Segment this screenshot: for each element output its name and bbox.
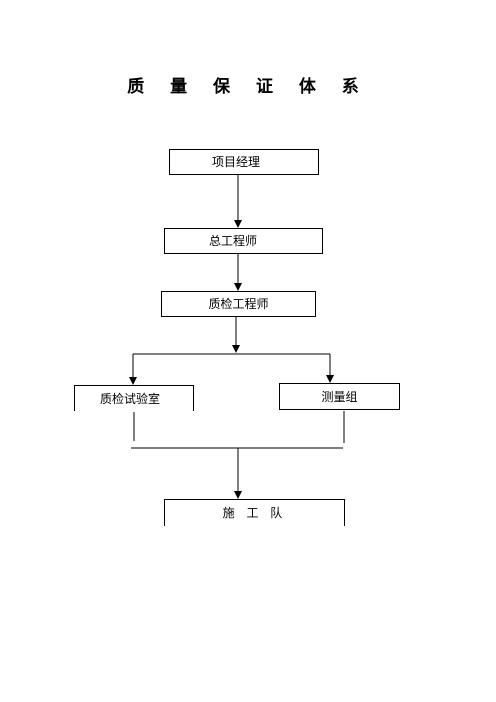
node-qc-lab-label: 质检试验室 [100, 391, 161, 406]
node-chief-engineer: 总工程师 [164, 228, 323, 254]
node-qc-engineer-label: 质检工程师 [208, 297, 269, 311]
node-manager-label: 项目经理 [212, 155, 261, 169]
node-construction-team: 施 工 队 [164, 499, 345, 526]
node-construction-team-label: 施 工 队 [222, 506, 287, 520]
node-chief-engineer-label: 总工程师 [209, 234, 258, 248]
node-manager: 项目经理 [169, 149, 319, 175]
node-qc-engineer: 质检工程师 [161, 291, 316, 317]
node-survey-group: 测量组 [279, 383, 400, 410]
node-qc-lab: 质检试验室 [74, 385, 194, 411]
page-title: 质 量 保 证 体 系 [127, 77, 369, 97]
node-survey-group-label: 测量组 [321, 389, 358, 404]
